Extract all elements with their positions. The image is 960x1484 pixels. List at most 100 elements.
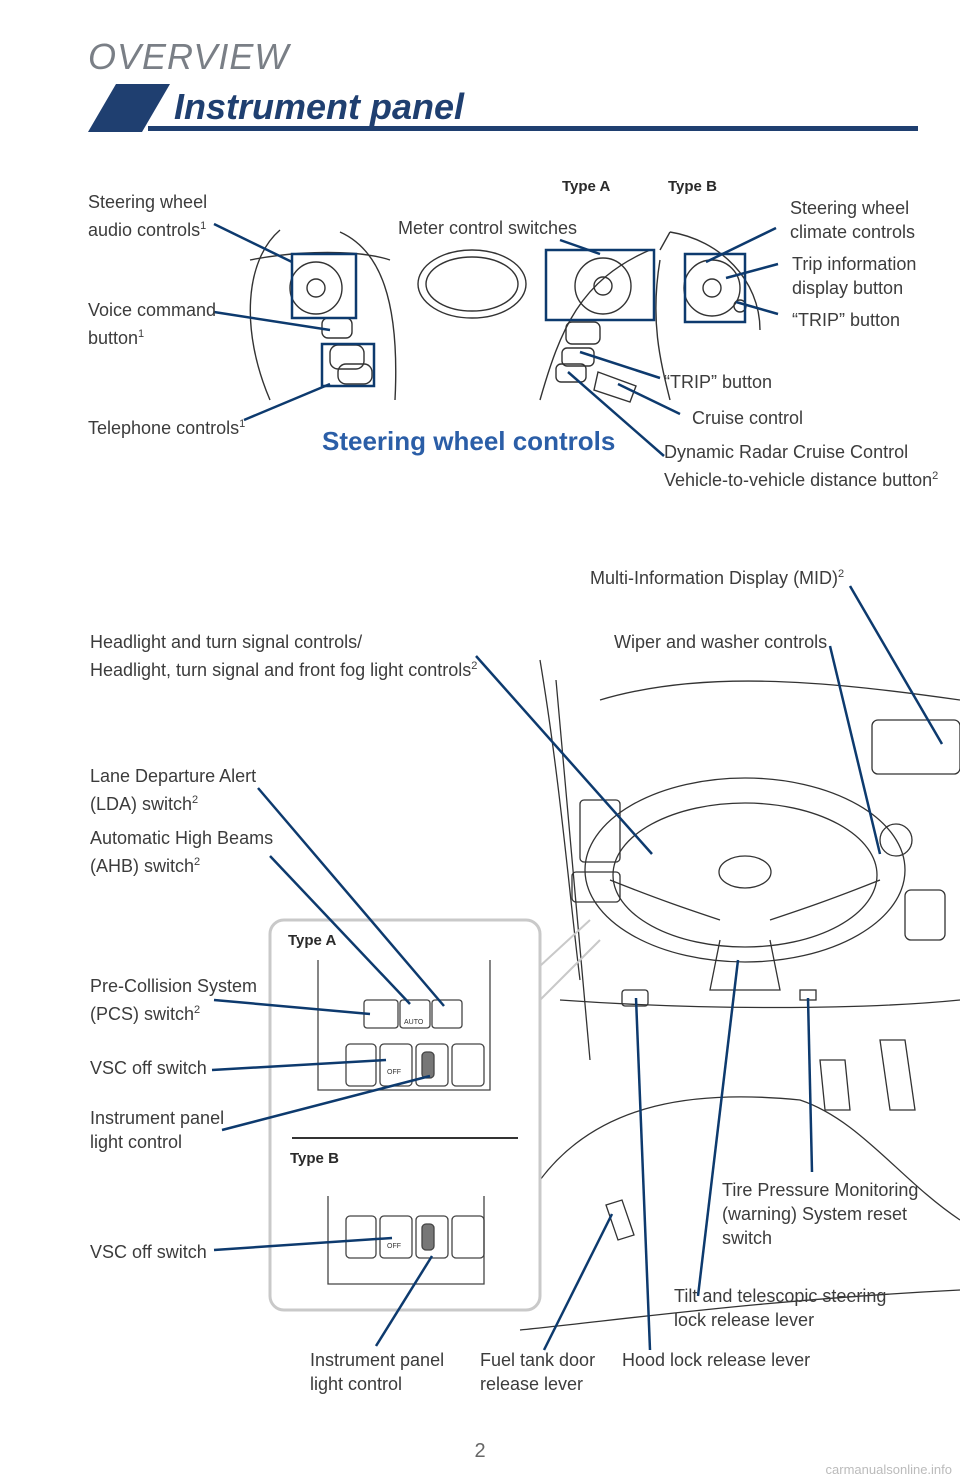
leader-climate <box>705 226 777 264</box>
page-title: Instrument panel <box>174 86 465 127</box>
climate-line-1: Steering wheel <box>790 198 910 218</box>
leader-ahb <box>269 855 411 1005</box>
headlight-line-1: Headlight and turn signal controls/ <box>90 632 363 652</box>
meter-oval <box>417 249 527 319</box>
section-label: OVERVIEW <box>88 36 290 77</box>
vsc-b-slot-4 <box>451 1215 485 1259</box>
switch-panel-inset: AUTO OFF OFF <box>268 918 542 1312</box>
label-headlight-controls: Headlight and turn signal controls/ Head… <box>90 630 477 682</box>
pcs-line-2: (PCS) switch <box>90 1004 195 1024</box>
label-ahb-switch: Automatic High Beams (AHB) switch2 <box>90 826 273 878</box>
vsc-a-off-label: OFF <box>387 1069 401 1076</box>
type-a-panel-outline <box>317 960 491 1091</box>
radar-line-2: Vehicle-to-vehicle distance button <box>664 470 933 490</box>
left-lower-vent <box>571 871 621 903</box>
leader-headlight <box>475 655 653 855</box>
lda-line-1: Lane Departure Alert <box>90 766 257 786</box>
ipl-a-wheel <box>421 1051 435 1079</box>
climate-control-center <box>702 278 722 298</box>
leader-mid <box>848 585 944 745</box>
main-steering-wheel <box>584 777 906 963</box>
trip-info-line-1: Trip information <box>792 254 917 274</box>
leader-trip-a <box>579 350 661 380</box>
ipl-b-wheel <box>421 1223 435 1251</box>
fuel-line-1: Fuel tank door <box>480 1350 596 1370</box>
leader-phone <box>243 382 331 422</box>
vsc-b-switch-shape <box>379 1215 413 1259</box>
voice-line-2: button <box>88 328 139 348</box>
label-vsc-off-b: VSC off switch <box>90 1242 207 1262</box>
inset-frame <box>268 918 542 1312</box>
leader-trip-b <box>735 300 779 316</box>
leader-radar <box>567 371 665 457</box>
title-underline <box>148 126 918 131</box>
leader-audio <box>213 222 293 264</box>
ahb-footnote: 2 <box>194 856 201 868</box>
center-console-slot <box>904 889 946 941</box>
label-audio-controls: Steering wheel audio controls1 <box>88 190 207 242</box>
ahb-switch-shape <box>399 999 431 1029</box>
leader-tpms <box>806 997 814 1173</box>
climate-highlight-box <box>683 252 747 324</box>
leader-lda <box>257 787 445 1007</box>
trip-info-line-2: display button <box>792 278 904 298</box>
voice-footnote: 1 <box>138 328 145 340</box>
fuel-lever-shape <box>605 1199 635 1241</box>
headlight-footnote: 2 <box>471 660 478 672</box>
title-bar <box>88 84 918 132</box>
leader-ipl-b <box>374 1255 434 1347</box>
headlight-line-2: Headlight, turn signal and front fog lig… <box>90 660 472 680</box>
ahb-line-1: Automatic High Beams <box>90 828 274 848</box>
leader-fuel <box>542 1213 614 1351</box>
leader-tilt <box>696 959 740 1297</box>
driver-seat-outline <box>539 1096 960 1221</box>
phone-highlight-box <box>320 342 376 388</box>
leader-cruise <box>617 382 681 416</box>
type-b-wheel-rim <box>659 231 761 331</box>
ahb-line-2: (AHB) switch <box>90 856 195 876</box>
climate-line-2: climate controls <box>790 222 916 242</box>
label-radar-cruise: Dynamic Radar Cruise Control Vehicle-to-… <box>664 440 938 492</box>
tilt-line-2: lock release lever <box>674 1310 815 1330</box>
voice-line-1: Voice command <box>88 300 217 320</box>
label-hood-lock: Hood lock release lever <box>622 1350 811 1370</box>
label-climate-controls: Steering wheel climate controls <box>790 196 915 244</box>
label-telephone-controls: Telephone controls1 <box>88 412 245 440</box>
ipl-b-line-2: light control <box>310 1374 403 1394</box>
label-tilt-telescopic: Tilt and telescopic steering lock releas… <box>674 1284 886 1332</box>
label-meter-control-switches: Meter control switches <box>398 218 578 238</box>
label-wiper-controls: Wiper and washer controls <box>614 632 828 652</box>
vsc-a-slot-4 <box>451 1043 485 1087</box>
pedal-right <box>879 1039 916 1111</box>
phone-text: Telephone controls <box>88 418 240 438</box>
phone-footnote: 1 <box>239 418 246 430</box>
label-lda-switch: Lane Departure Alert (LDA) switch2 <box>90 764 256 816</box>
meter-switch-center <box>593 276 613 296</box>
ipl-a-line-1: Instrument panel <box>90 1108 225 1128</box>
mid-footnote: 2 <box>838 568 845 580</box>
mid-text: Multi-Information Display (MID) <box>590 568 839 588</box>
audio-footnote: 1 <box>200 220 207 232</box>
steering-wheel-inner <box>612 802 878 948</box>
leader-trip-info <box>725 262 779 280</box>
floor-line <box>519 1289 960 1331</box>
label-cruise-control: Cruise control <box>692 408 804 428</box>
tpms-line-3: switch <box>722 1228 773 1248</box>
tpms-line-1: Tire Pressure Monitoring <box>722 1180 919 1200</box>
distance-button-shape <box>555 363 587 383</box>
lda-switch-shape <box>431 999 463 1029</box>
steering-wheel-controls-heading: Steering wheel controls <box>322 426 616 456</box>
audio-line-2: audio controls <box>88 220 201 240</box>
windshield-pillar <box>539 659 591 1061</box>
ipl-a-line-2: light control <box>90 1132 183 1152</box>
leader-voice <box>213 310 331 332</box>
label-ipl-control-a: Instrument panel light control <box>90 1106 224 1154</box>
phone-button-lower <box>337 363 373 385</box>
left-air-vent <box>579 799 621 863</box>
leader-vsc-a <box>211 1058 387 1072</box>
hood-release-shape <box>621 989 649 1007</box>
label-mid: Multi-Information Display (MID)2 <box>590 562 844 590</box>
label-fuel-tank-door: Fuel tank door release lever <box>480 1348 595 1396</box>
type-b-heading: Type B <box>668 178 717 195</box>
pcs-line-1: Pre-Collision System <box>90 976 258 996</box>
